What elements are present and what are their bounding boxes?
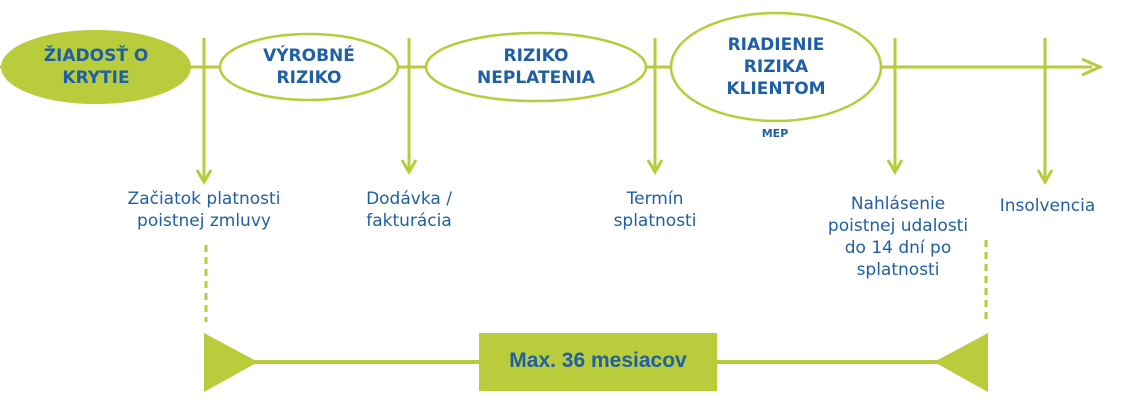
duration-arrow-right: [934, 333, 988, 392]
phase-production-risk-ellipse: [218, 32, 400, 102]
duration-label: Max. 36 mesiacov: [509, 349, 687, 372]
phase-client-risk-sublabel: MEP: [761, 127, 789, 140]
event-arrow-claim: [886, 67, 904, 175]
duration-arrow-left: [204, 333, 258, 392]
phase-client-risk-ellipse: [669, 11, 883, 123]
event-arrow-due-date: [646, 67, 664, 175]
event-label-policy-start: Začiatok platnosti poistnej zmluvy: [127, 189, 281, 231]
phase-application-ellipse: [1, 30, 191, 104]
phase-application-label: ŽIADOSŤ O KRYTIE: [43, 46, 149, 88]
event-label-delivery: Dodávka / fakturácia: [366, 189, 452, 231]
event-label-claim: Nahlásenie poistnej udalosti do 14 dní p…: [827, 194, 969, 280]
event-arrow-insolvency: [1036, 67, 1054, 185]
event-label-insolvency: Insolvencia: [999, 196, 1096, 216]
duration-box: [479, 333, 717, 391]
phase-client-risk-label: RIADIENIE RIZIKA KLIENTOM: [726, 35, 826, 99]
event-label-due-date: Termín splatnosti: [613, 189, 697, 231]
event-arrow-start: [195, 67, 213, 185]
timeline-arrowhead: [1081, 57, 1104, 77]
phase-production-risk-label: VÝROBNÉ RIZIKO: [263, 46, 355, 88]
event-arrow-delivery: [400, 67, 418, 175]
phase-payment-risk-label: RIZIKO NEPLATENIA: [477, 46, 595, 88]
phase-payment-risk-ellipse: [424, 31, 648, 103]
